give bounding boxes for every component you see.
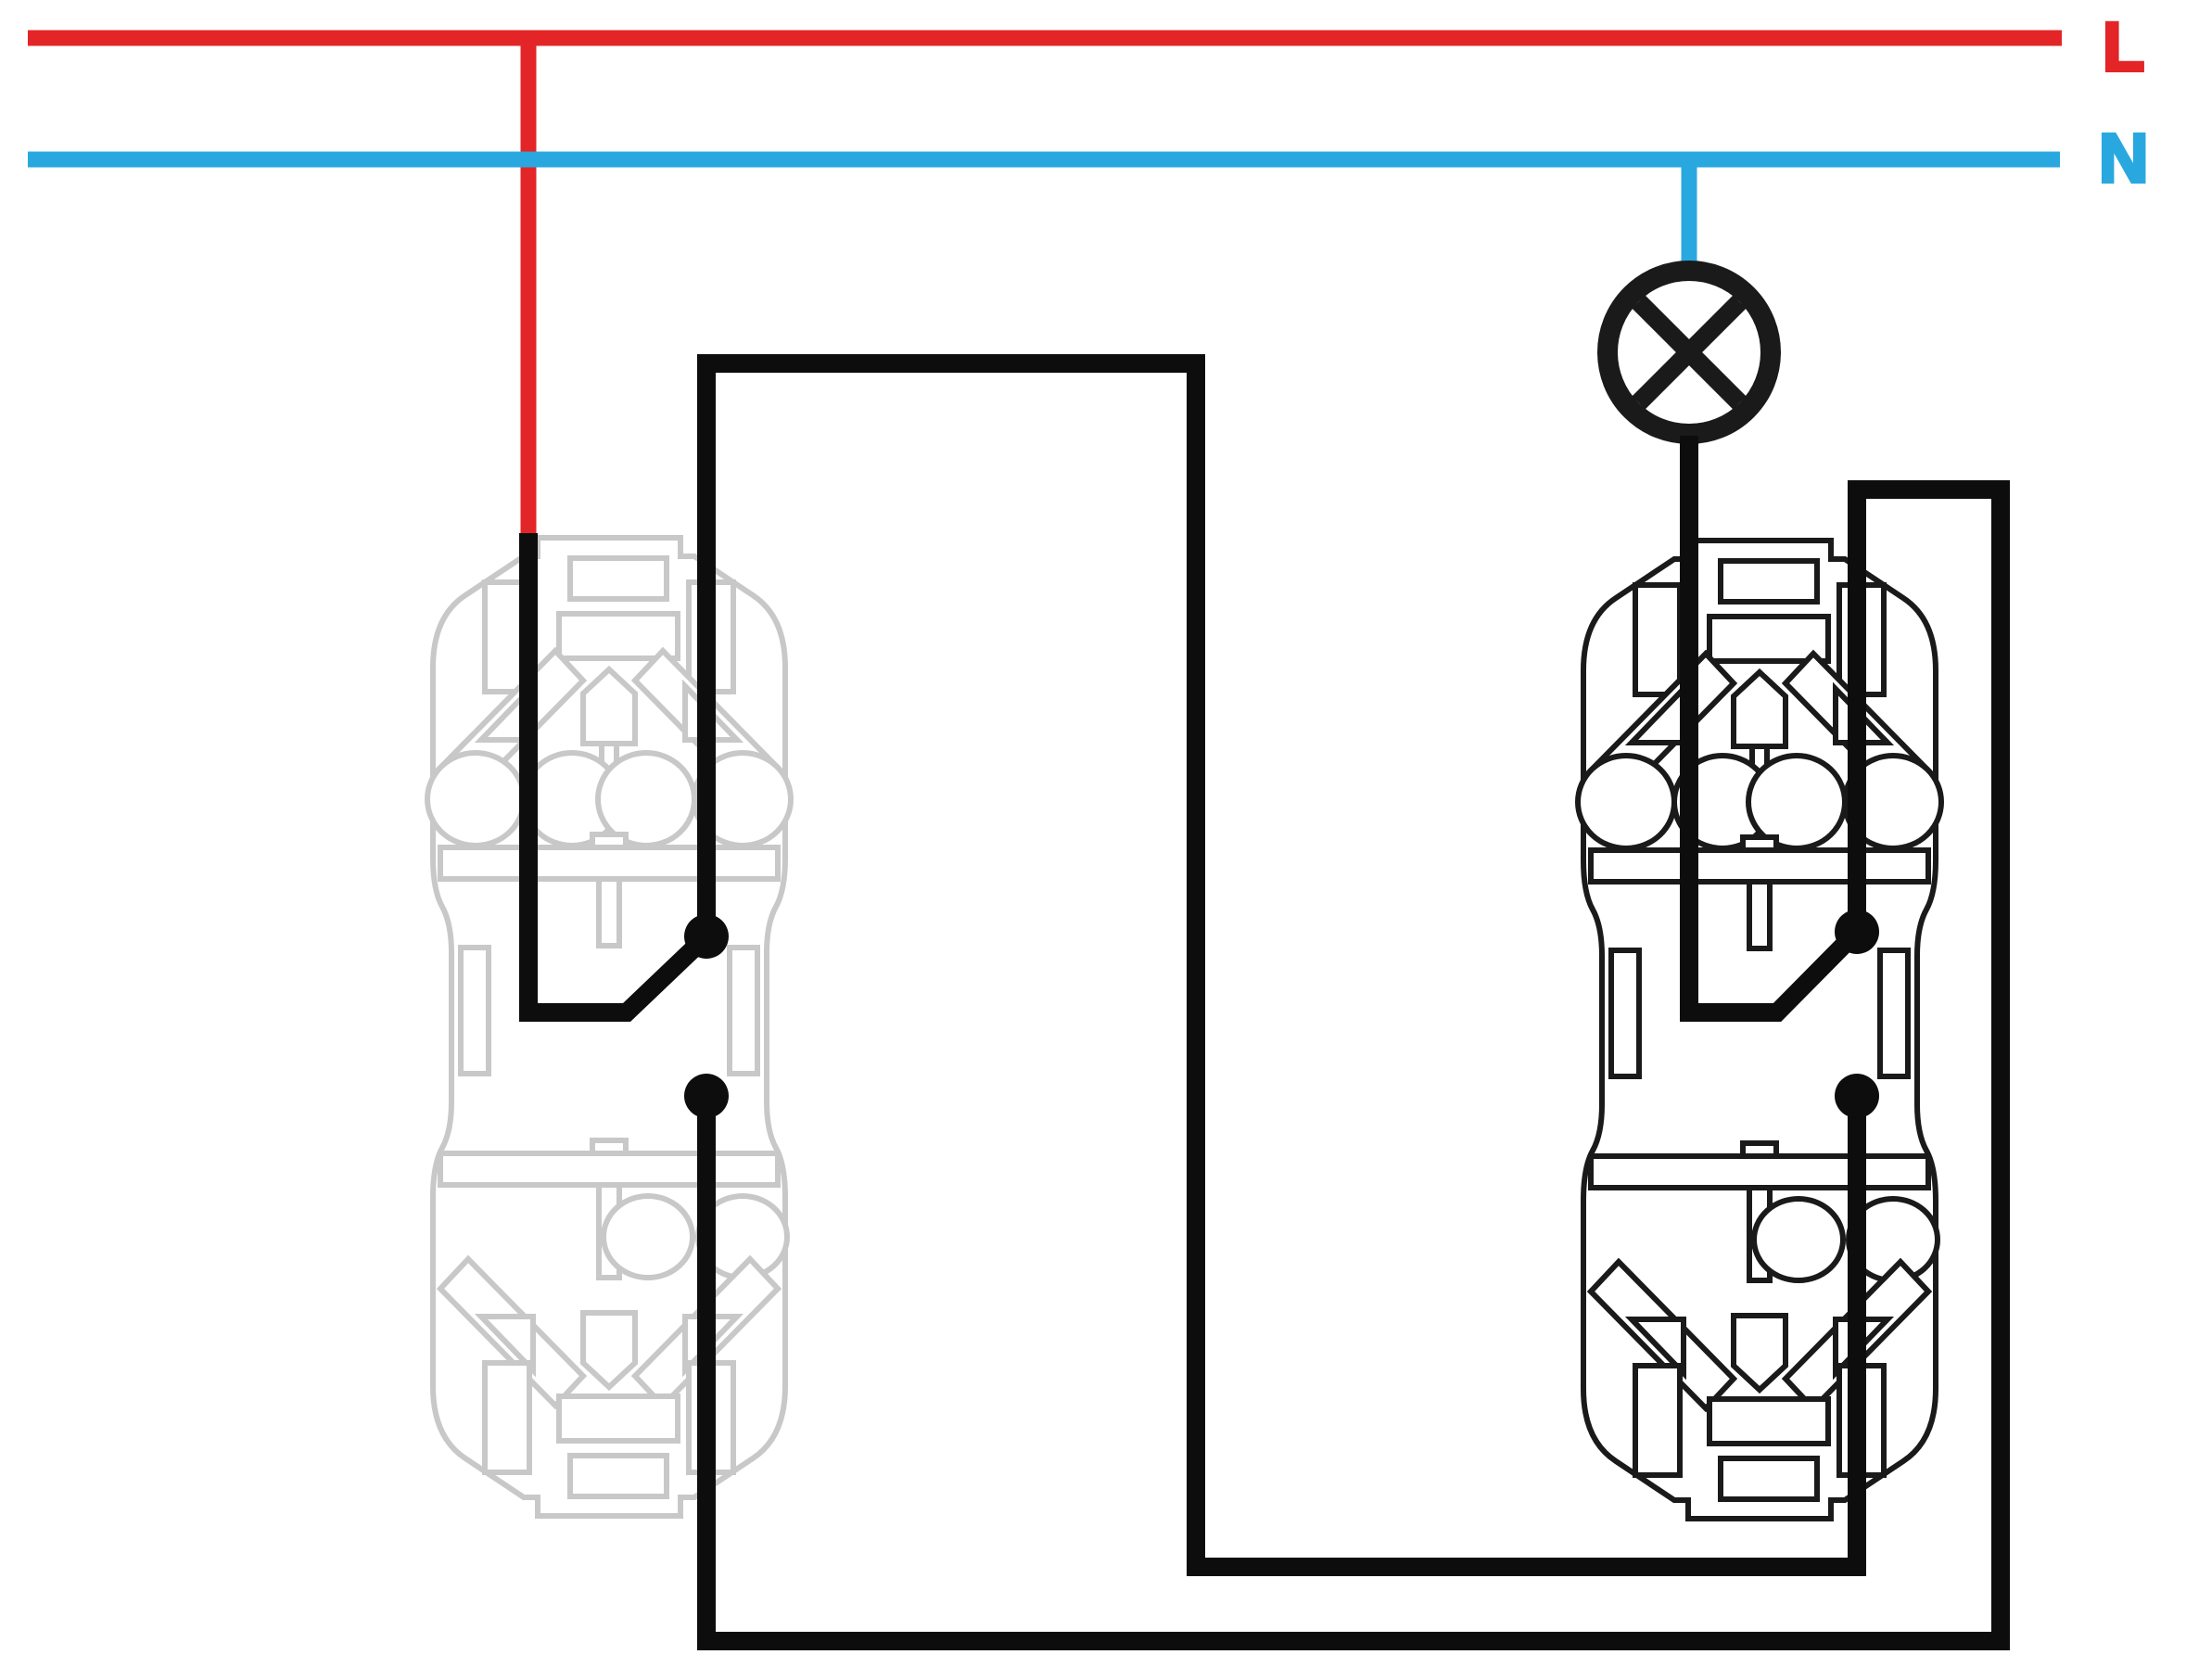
supply-lines-layer [28,30,2062,540]
switch-mechanisms-layer [427,538,1941,1519]
terminal-left-common [684,914,729,959]
strap-left-lower-to-right-common [697,480,2010,1650]
switch-left-ghost [427,538,791,1516]
neutral-line-label: N [2099,120,2148,197]
lamp-feed-to-right-lever [1680,436,1864,1022]
terminal-right-common [1835,910,1879,954]
terminal-dots-layer [684,910,1879,1118]
lamp-symbol [1597,261,1781,444]
switch-right-active [1578,541,1941,1519]
terminal-left-lower [684,1074,729,1118]
lamp-cross-stroke [1632,295,1747,410]
live-line-label: L [2103,8,2144,85]
live-feed-to-left-lever [519,533,713,1022]
lamp-circle [1597,261,1781,444]
switch-wires-layer [519,354,2010,1650]
terminal-right-lower [1835,1074,1879,1118]
strap-left-common-to-right-lower [697,354,1866,1576]
